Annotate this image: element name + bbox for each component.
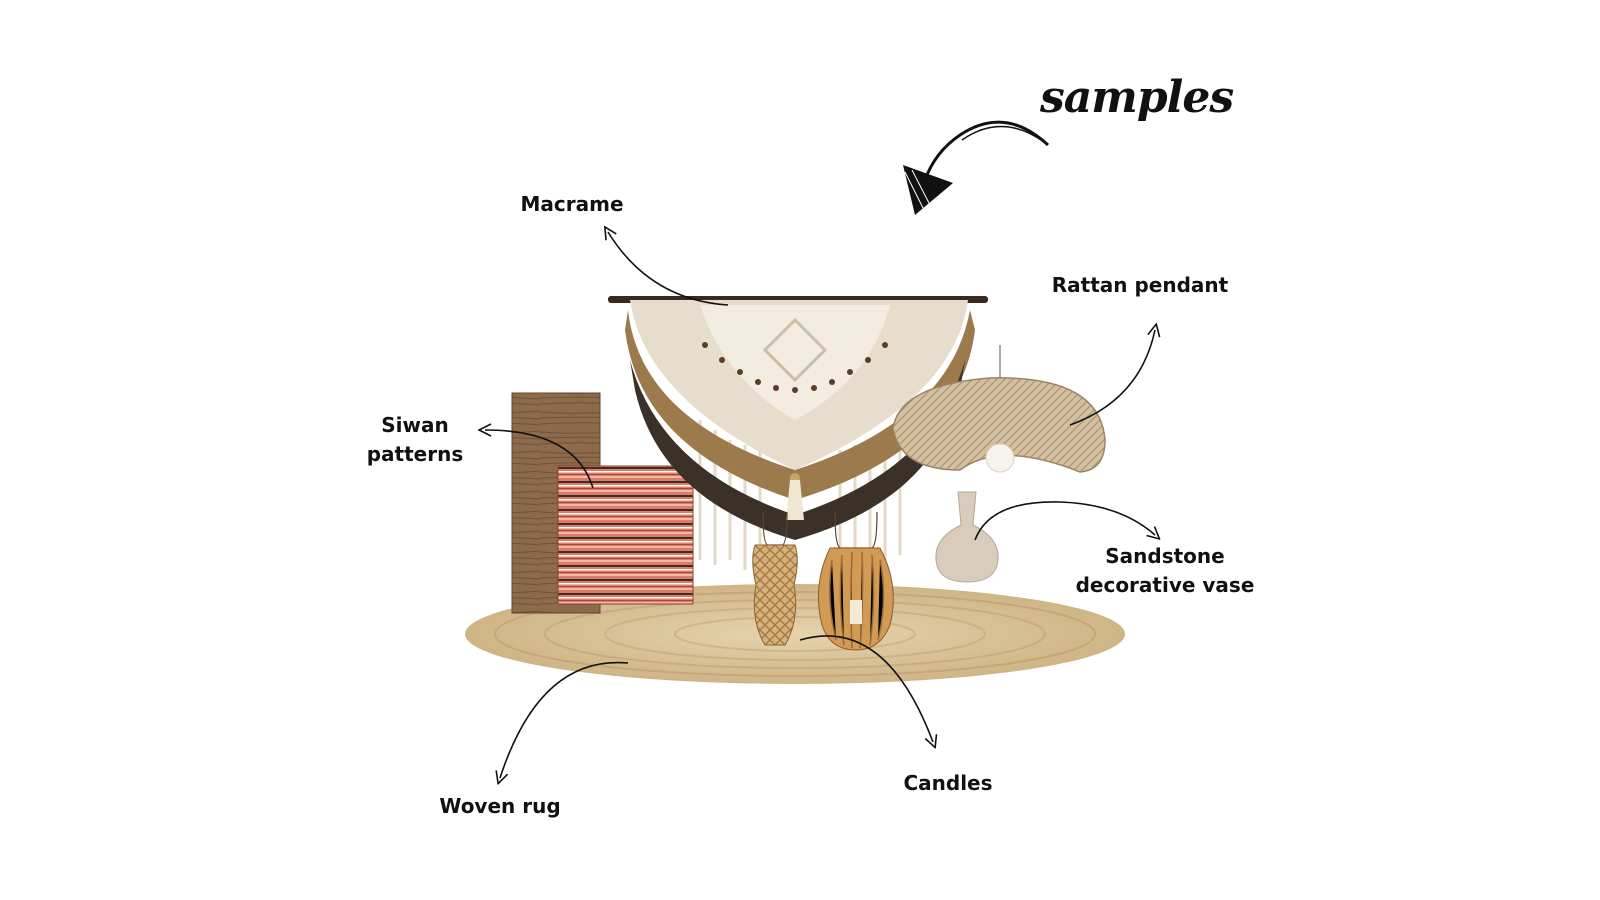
- label-siwan-line2: patterns: [366, 442, 464, 466]
- label-siwan-patterns: Siwan patterns: [355, 411, 475, 469]
- candles-arrow-icon: [799, 635, 933, 742]
- vase-arrow-icon: [974, 501, 1155, 541]
- rattan-arrow-icon: [1069, 330, 1155, 426]
- page-title: samples: [1040, 72, 1234, 123]
- label-candles: Candles: [903, 771, 993, 795]
- label-woven-rug: Woven rug: [439, 794, 561, 818]
- hand-drawn-arrow-icon: [903, 120, 1050, 215]
- candle-lantern-right-image: [817, 511, 894, 651]
- label-rattan-pendant: Rattan pendant: [1051, 273, 1229, 297]
- siwan-arrow-icon: [485, 430, 594, 489]
- label-sandstone-vase: Sandstone decorative vase: [1065, 542, 1265, 600]
- label-vase-line2: decorative vase: [1075, 573, 1255, 597]
- rattan-pendant-image: [892, 345, 1106, 473]
- candle-lantern-left-image: [752, 511, 798, 646]
- sandstone-vase-image: [935, 491, 999, 583]
- label-vase-line1: Sandstone: [1105, 544, 1225, 568]
- siwan-textile-image: [557, 465, 694, 605]
- label-macrame: Macrame: [520, 192, 624, 216]
- rug-arrow-icon: [500, 661, 629, 778]
- label-siwan-line1: Siwan: [381, 413, 449, 437]
- macrame-arrow-icon: [608, 232, 729, 306]
